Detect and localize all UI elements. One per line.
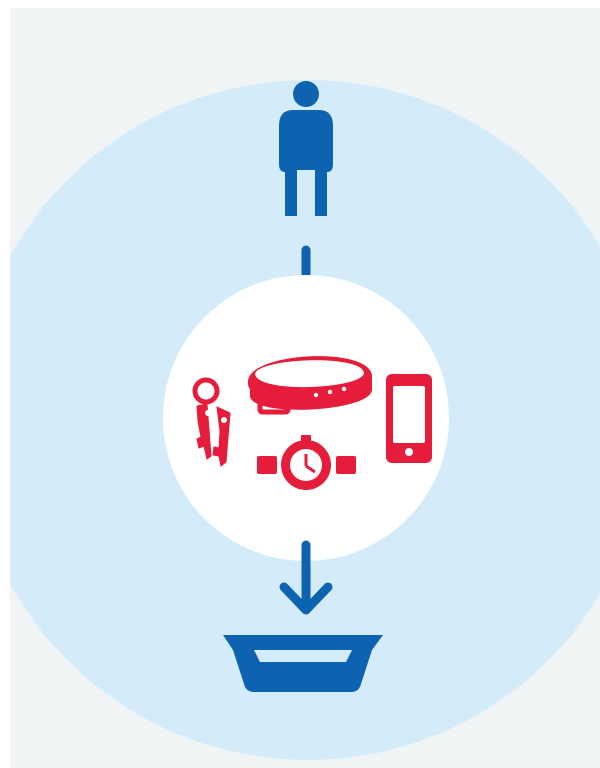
screening-diagram	[10, 80, 600, 760]
phone-icon	[386, 374, 432, 463]
keys-icon	[192, 377, 231, 467]
arrow-down-icon-bottom	[279, 540, 333, 615]
tray-icon	[223, 635, 383, 692]
diagram-panel	[10, 8, 600, 768]
belt-icon	[248, 356, 373, 415]
inner-circle	[163, 275, 449, 561]
watch-icon	[257, 435, 356, 490]
person-icon	[279, 81, 333, 216]
